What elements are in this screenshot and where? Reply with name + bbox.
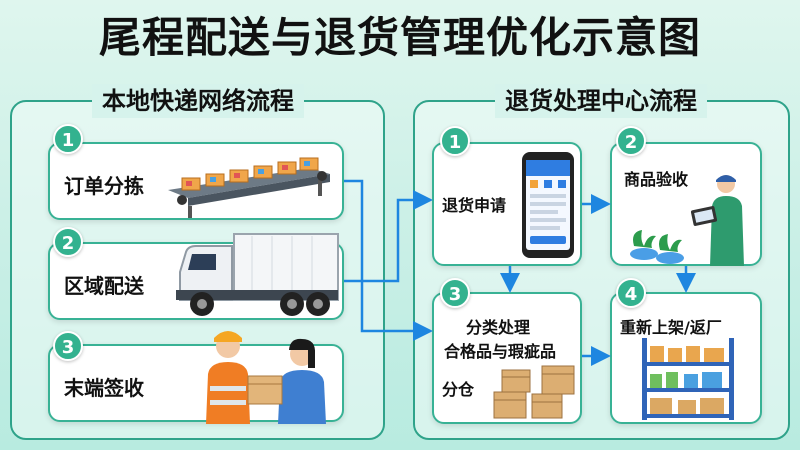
returns-center-panel-title: 退货处理中心流程 — [495, 84, 707, 118]
step-3-badge: 3 — [53, 331, 83, 361]
conveyor-belt-icon — [168, 157, 330, 218]
page-title: 尾程配送与退货管理优化示意图 — [98, 13, 701, 62]
step-classification-label-3: 分仓 — [442, 380, 475, 399]
smartphone-app-icon — [522, 152, 574, 258]
step-2-badge: 2 — [616, 126, 646, 156]
boxes-icon — [493, 365, 575, 419]
package-handover-icon — [206, 331, 326, 424]
step-order-sorting-label: 订单分拣 — [64, 174, 144, 198]
step-4-badge: 4 — [616, 278, 646, 308]
step-classification-label-1: 分类处理 — [466, 318, 531, 337]
step-order-sorting: 订单分拣 — [48, 142, 344, 220]
step-2-badge: 2 — [53, 227, 83, 257]
step-regional-delivery: 区域配送 — [48, 233, 344, 320]
step-1-badge: 1 — [53, 124, 83, 154]
step-return-request-label: 退货申请 — [442, 196, 507, 215]
step-goods-inspection: 商品验收 — [610, 142, 762, 266]
step-final-signoff: 末端签收 — [48, 331, 344, 424]
step-restock-return: 重新上架/返厂 — [610, 292, 762, 424]
arrow-sorting-to-classification — [344, 179, 433, 341]
step-3-badge: 3 — [440, 278, 470, 308]
step-classification: 分类处理 合格品与瑕疵品 分仓 — [432, 292, 582, 424]
delivery-truck-icon — [176, 233, 339, 316]
step-final-signoff-label: 末端签收 — [64, 376, 144, 400]
arrow-delivery-to-return-request — [344, 190, 433, 283]
local-delivery-panel-title: 本地快递网络流程 — [92, 84, 304, 118]
warehouse-shelf-icon — [642, 338, 734, 420]
step-regional-delivery-label: 区域配送 — [64, 274, 144, 298]
step-goods-inspection-label: 商品验收 — [624, 170, 689, 189]
step-classification-label-2: 合格品与瑕疵品 — [444, 342, 557, 361]
step-restock-return-label: 重新上架/返厂 — [620, 318, 722, 337]
step-return-request: 退货申请 — [432, 142, 582, 266]
inspector-tablet-icon — [630, 175, 744, 266]
step-1-badge: 1 — [440, 126, 470, 156]
